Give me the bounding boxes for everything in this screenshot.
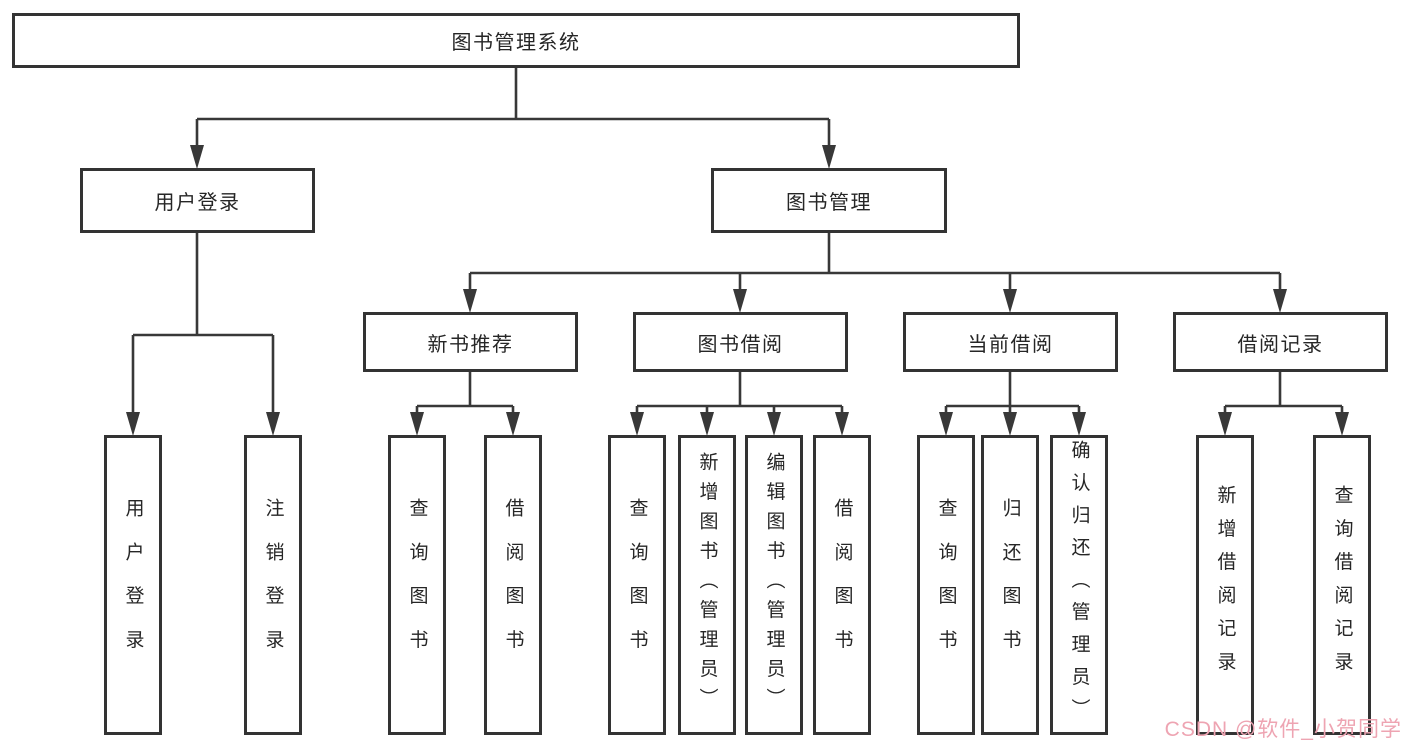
leaf-recommend-borrow-books: 借阅图书 [484, 435, 542, 735]
leaf-current-return-books: 归还图书 [981, 435, 1039, 735]
node-label: 借阅图书 [502, 497, 524, 673]
csdn-watermark: CSDN @软件_小贺同学 [1164, 718, 1402, 741]
leaf-logout: 注销登录 [244, 435, 302, 735]
leaf-borrow-borrow-books: 借阅图书 [813, 435, 871, 735]
node-label: 新增借阅记录 [1214, 485, 1236, 685]
node-label: 图书借阅 [697, 333, 784, 356]
leaf-borrow-query-books: 查询图书 [608, 435, 666, 735]
leaf-borrow-edit-books-admin: 编辑图书（管理员） [745, 435, 803, 735]
node-label: 借阅记录 [1237, 333, 1324, 356]
node-label: 用户登录 [122, 497, 144, 673]
node-label: 用户登录 [154, 192, 241, 214]
node-current-borrow: 当前借阅 [903, 312, 1118, 372]
node-label: 当前借阅 [967, 333, 1054, 356]
node-label: 查询图书 [626, 497, 648, 673]
node-label: 确认归还（管理员） [1068, 439, 1090, 731]
node-book-management: 图书管理 [711, 168, 947, 233]
node-book-borrow: 图书借阅 [633, 312, 848, 372]
node-label: 查询借阅记录 [1331, 485, 1353, 685]
node-label: 查询图书 [406, 497, 428, 673]
node-label: 注销登录 [262, 497, 284, 673]
node-borrow-records: 借阅记录 [1173, 312, 1388, 372]
node-label: 查询图书 [935, 497, 957, 673]
leaf-recommend-query-books: 查询图书 [388, 435, 446, 735]
leaf-current-confirm-return-admin: 确认归还（管理员） [1050, 435, 1108, 735]
node-new-book-recommend: 新书推荐 [363, 312, 578, 372]
node-label: 编辑图书（管理员） [763, 452, 785, 718]
node-root-library-management-system: 图书管理系统 [12, 13, 1020, 68]
leaf-current-query-books: 查询图书 [917, 435, 975, 735]
leaf-borrow-add-books-admin: 新增图书（管理员） [678, 435, 736, 735]
leaf-user-login: 用户登录 [104, 435, 162, 735]
node-label: 借阅图书 [831, 497, 853, 673]
node-user-login: 用户登录 [80, 168, 315, 233]
node-label: 归还图书 [999, 497, 1021, 673]
node-label: 图书管理系统 [451, 32, 581, 54]
node-label: 图书管理 [786, 192, 872, 214]
leaf-records-add-record: 新增借阅记录 [1196, 435, 1254, 735]
node-label: 新增图书（管理员） [696, 452, 718, 718]
node-label: 新书推荐 [427, 333, 514, 356]
leaf-records-query-record: 查询借阅记录 [1313, 435, 1371, 735]
